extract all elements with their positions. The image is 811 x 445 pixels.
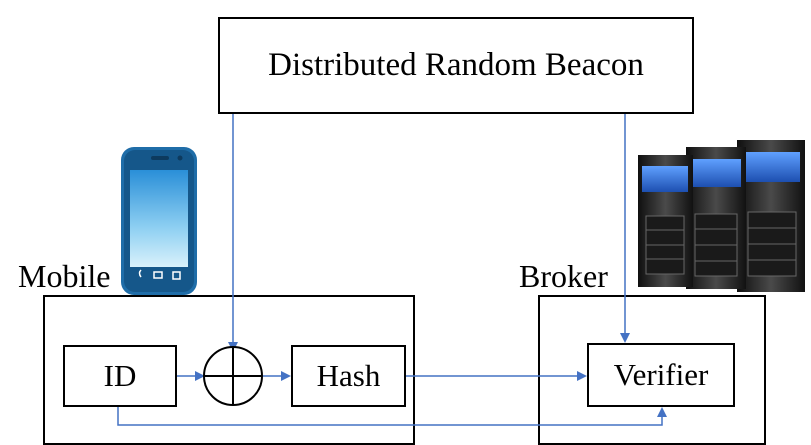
verifier-label: Verifier [613,357,709,392]
xor-icon [203,346,263,406]
broker-label: Broker [519,258,608,294]
hash-label: Hash [316,358,381,393]
server-rack-icon [638,140,805,292]
hash-box: Hash [291,345,406,407]
diagram-canvas: Distributed Random Beacon ID Hash Verifi… [18,17,805,445]
id-to-verifier-arrow [117,407,667,426]
id-label: ID [103,358,137,393]
beacon-label: Distributed Random Beacon [268,47,644,83]
id-box: ID [63,345,177,407]
smartphone-icon [121,147,197,295]
diagram-graphics [117,114,805,426]
verifier-box: Verifier [587,343,735,407]
beacon-box: Distributed Random Beacon [218,17,694,114]
mobile-label: Mobile [18,258,111,294]
